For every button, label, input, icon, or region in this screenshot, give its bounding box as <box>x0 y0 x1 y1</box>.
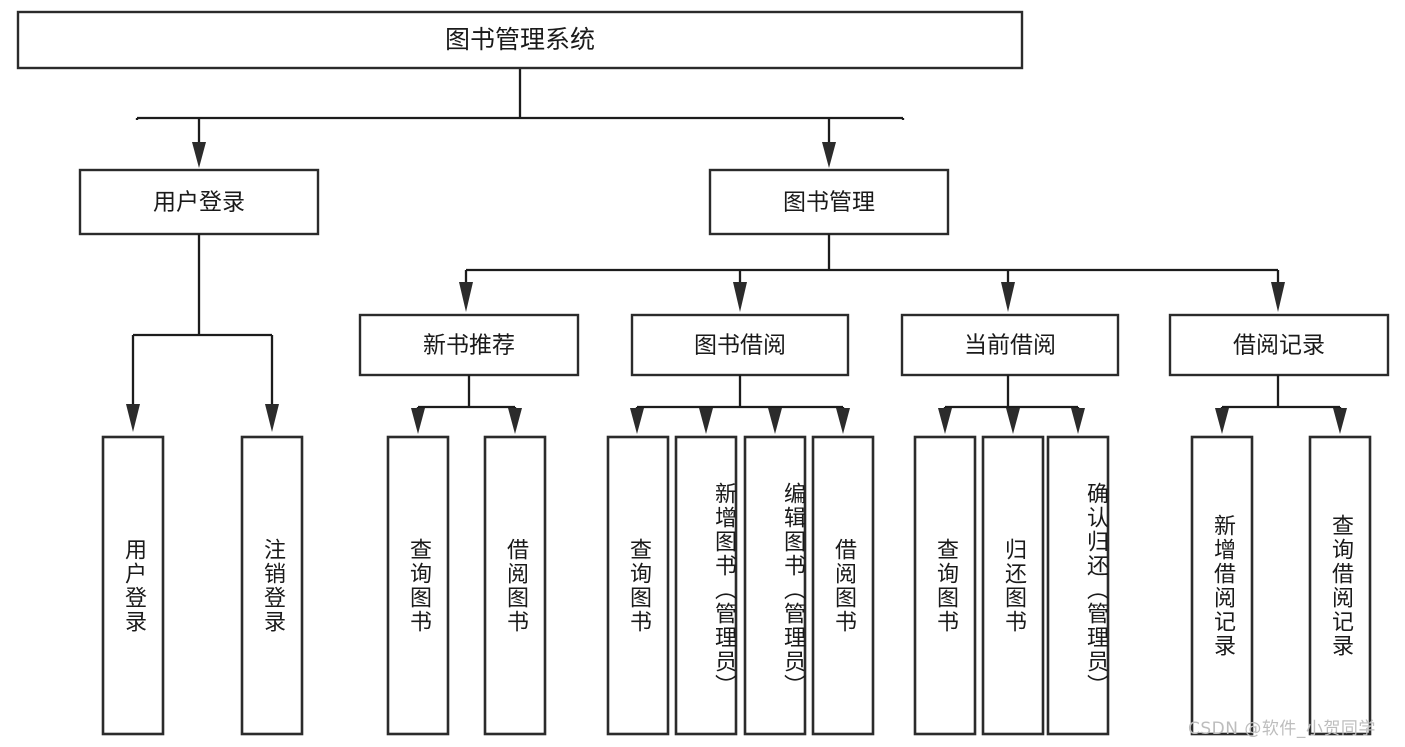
leaf-box-book-borrow-1[interactable] <box>606 435 670 736</box>
node-root-label: 图书管理系统 <box>445 25 595 54</box>
arrow-nb-leaf-2 <box>508 408 522 434</box>
connector-group-borrow-record <box>1215 375 1347 434</box>
leaf-box-user-login-1[interactable] <box>101 435 165 736</box>
node-borrow-record-rect <box>1168 313 1390 377</box>
arrow-ul-leaf-1 <box>126 404 140 432</box>
node-book-management-label: 图书管理 <box>783 190 875 216</box>
connector-group-current-borrow <box>938 375 1085 434</box>
leaf-label-new-book-2: 借阅图书 <box>502 537 528 634</box>
leaf-label-borrow-record-1: 新增借阅记录 <box>1209 513 1235 658</box>
leaf-label-current-borrow-2: 归还图书 <box>1000 537 1026 634</box>
leaf-label-user-login-2: 注销登录 <box>259 537 285 634</box>
arrow-cb-leaf-2 <box>1006 408 1020 434</box>
connector-group-book-borrow <box>630 375 850 434</box>
connector-group-user-login <box>126 234 279 432</box>
arrow-br-leaf-2 <box>1333 408 1347 434</box>
arrow-bm-to-current-borrow <box>1001 282 1015 312</box>
arrow-bm-to-new-book <box>459 282 473 312</box>
leaf-box-borrow-record-1[interactable] <box>1190 435 1254 736</box>
node-new-book-recommend[interactable] <box>358 313 580 377</box>
leaf-label-book-borrow-4: 借阅图书 <box>830 537 856 634</box>
node-current-borrow[interactable] <box>900 313 1120 377</box>
leaf-label-book-borrow-2: 新增图书（管理员） <box>711 481 736 698</box>
node-user-login-label: 用户登录 <box>153 190 245 216</box>
node-book-borrow-label: 图书借阅 <box>694 333 786 359</box>
leaf-box-current-borrow-2[interactable] <box>981 435 1045 736</box>
connector-group-root <box>135 68 905 168</box>
arrow-bb-leaf-4 <box>836 408 850 434</box>
leaf-box-user-login-2[interactable] <box>240 435 304 736</box>
leaf-box-book-borrow-2[interactable] <box>674 435 738 736</box>
node-book-management-rect <box>708 168 950 236</box>
node-current-borrow-rect <box>900 313 1120 377</box>
leaf-label-book-borrow-1: 查询图书 <box>625 537 651 634</box>
arrow-bb-leaf-2 <box>699 408 713 434</box>
leaf-label-user-login-1: 用户登录 <box>120 537 146 634</box>
node-borrow-record[interactable] <box>1168 313 1390 377</box>
connector-group-new-book <box>411 375 522 434</box>
node-book-borrow[interactable] <box>630 313 850 377</box>
node-current-borrow-label: 当前借阅 <box>964 333 1056 359</box>
node-new-book-recommend-label: 新书推荐 <box>423 333 515 359</box>
node-book-borrow-rect <box>630 313 850 377</box>
arrow-root-to-book-mgmt <box>822 142 836 168</box>
arrow-bm-to-borrow-record <box>1271 282 1285 312</box>
leaf-box-current-borrow-3[interactable] <box>1046 435 1110 736</box>
leaf-label-book-borrow-3: 编辑图书（管理员） <box>780 481 805 698</box>
arrow-bb-leaf-1 <box>630 408 644 434</box>
node-borrow-record-label: 借阅记录 <box>1233 333 1325 359</box>
arrow-cb-leaf-1 <box>938 408 952 434</box>
leaf-box-current-borrow-1[interactable] <box>913 435 977 736</box>
node-book-management[interactable] <box>708 168 950 236</box>
leaf-box-book-borrow-3[interactable] <box>743 435 807 736</box>
leaf-box-new-book-1[interactable] <box>386 435 450 736</box>
csdn-watermark: CSDN @软件_小贺同学 <box>1188 719 1376 739</box>
arrow-br-leaf-1 <box>1215 408 1229 434</box>
arrow-bm-to-book-borrow <box>733 282 747 312</box>
leaf-label-borrow-record-2: 查询借阅记录 <box>1327 513 1353 658</box>
arrow-bb-leaf-3 <box>768 408 782 434</box>
node-root-rect <box>16 10 1024 70</box>
leaf-label-current-borrow-3: 确认归还（管理员） <box>1083 481 1108 698</box>
leaf-label-current-borrow-1: 查询图书 <box>932 537 958 634</box>
arrow-nb-leaf-1 <box>411 408 425 434</box>
leaf-box-book-borrow-4[interactable] <box>811 435 875 736</box>
leaf-label-new-book-1: 查询图书 <box>405 537 431 634</box>
arrow-ul-leaf-2 <box>265 404 279 432</box>
connector-group-book-management <box>459 234 1285 312</box>
arrow-root-to-user-login <box>192 142 206 168</box>
node-root[interactable] <box>16 10 1024 70</box>
leaf-box-new-book-2[interactable] <box>483 435 547 736</box>
arrow-cb-leaf-3 <box>1071 408 1085 434</box>
node-new-book-recommend-rect <box>358 313 580 377</box>
leaf-box-borrow-record-2[interactable] <box>1308 435 1372 736</box>
